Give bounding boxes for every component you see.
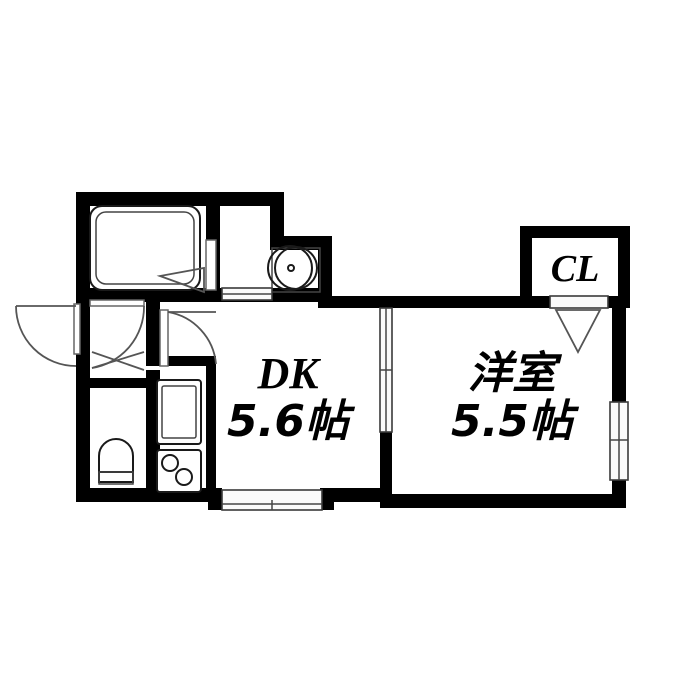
wall-right-upper xyxy=(612,296,626,402)
wall-left-bath xyxy=(76,192,90,302)
sliding-partition-door[interactable] xyxy=(379,307,393,433)
toilet xyxy=(98,438,134,485)
dk-label-line2: 5.6帖 xyxy=(227,396,356,447)
wall-washer-right xyxy=(318,236,332,302)
washitsu-label-line2: 5.5帖 xyxy=(451,396,580,447)
lavatory-sliding-door[interactable] xyxy=(221,287,273,301)
wall-closet-top xyxy=(520,226,630,238)
wall-bottom-dk-right xyxy=(320,488,388,502)
wall-entry-div-top xyxy=(146,302,160,364)
wall-closet-left xyxy=(520,226,532,308)
bathtub xyxy=(89,205,201,291)
washing-machine-pan xyxy=(267,245,321,293)
wall-kitchen-top xyxy=(146,356,216,366)
room-label-washitsu: 洋室 5.5帖 xyxy=(451,348,580,447)
wall-toilet-top xyxy=(76,378,160,388)
wall-top-left xyxy=(76,192,284,206)
bedroom-window xyxy=(609,401,629,481)
wall-notch-vert xyxy=(270,192,284,244)
bath-folding-door[interactable] xyxy=(156,239,217,294)
entrance-door[interactable] xyxy=(15,303,81,367)
wall-kitchen-right xyxy=(206,362,216,502)
wall-closet-sill-left xyxy=(520,296,554,308)
closet-label: CL xyxy=(551,248,600,290)
room-label-dk: DK 5.6帖 xyxy=(227,349,356,447)
dk-window xyxy=(221,489,323,511)
cl-label: CL xyxy=(551,248,600,290)
closet-door[interactable] xyxy=(549,295,609,354)
interior-door-bath[interactable] xyxy=(89,299,145,371)
dk-label-line1: DK xyxy=(256,349,321,398)
washitsu-label-line1: 洋室 xyxy=(468,348,563,399)
wall-entrance-nub xyxy=(76,352,90,382)
two-burner-stove xyxy=(156,449,202,493)
wall-bottom-bedroom xyxy=(386,494,626,508)
kitchen-sink xyxy=(156,379,202,445)
wall-closet-right xyxy=(618,226,630,308)
wall-top-main xyxy=(318,296,532,308)
interior-door-dk[interactable] xyxy=(159,309,217,367)
wall-partition-top xyxy=(380,296,392,310)
